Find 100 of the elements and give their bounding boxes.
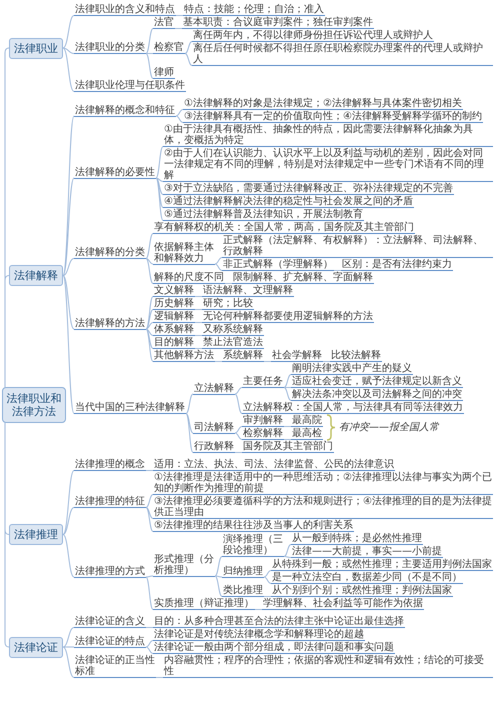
subtopic-label: 基本职责：合议庭审判案件；独任审判案件 xyxy=(182,17,374,29)
subtopic-label: 立法解释 xyxy=(193,382,235,394)
subtopic-label: 实质推理（辩证推理） xyxy=(153,598,255,610)
connector-line xyxy=(194,309,202,310)
connector-line xyxy=(234,452,242,453)
subtopic-label: 归纳推理 xyxy=(222,566,264,578)
connector-line xyxy=(146,328,154,349)
connector-line xyxy=(146,470,154,471)
subtopic-label: 体系解释 xyxy=(153,324,195,336)
connector-line xyxy=(146,322,154,330)
subtopic-label: ③对于立法缺陷，需要通过法律解释改正、弥补法律规定的不完善 xyxy=(163,183,454,195)
subtopic-label: 特点：技能；伦理；自治；准入 xyxy=(183,4,325,16)
connector-line xyxy=(194,335,202,336)
connector-line xyxy=(176,109,184,116)
subtopic-label: 法律解释的分类 xyxy=(74,247,146,259)
subtopic-label: 内容融贯性；程序的合理性；依据的客观性和逻辑有效性；结论的可接受性 xyxy=(163,655,493,678)
subtopic-label: 法律职业的分类 xyxy=(74,42,146,54)
subtopic-label: 逻辑解释 xyxy=(153,311,195,323)
subtopic-label: 最高检 xyxy=(291,428,323,440)
main-topic: 法律论证 xyxy=(9,636,63,658)
connector-line xyxy=(156,178,164,182)
connector-line xyxy=(214,576,222,597)
subtopic-label: 律师 xyxy=(153,67,175,79)
connector-line xyxy=(186,413,194,453)
subtopic-label: 适应社会变迁，赋予法律规定以新含义 xyxy=(291,376,463,388)
connector-line xyxy=(62,258,74,276)
connector-line xyxy=(146,507,154,532)
connector-line xyxy=(184,53,192,66)
connector-line xyxy=(146,576,154,610)
connector-line xyxy=(156,146,164,178)
subtopic-label: 法律——大前提，事实——小前提 xyxy=(291,546,443,558)
main-topic: 法律推理 xyxy=(9,524,63,545)
subtopic-label: 阐明法律实践中产生的疑义 xyxy=(291,363,413,375)
subtopic-label: 国务院及其主管部门 xyxy=(242,441,334,453)
connector-line xyxy=(284,387,292,401)
subtopic-label: 法律论证的含义 xyxy=(74,616,146,628)
connector-line xyxy=(62,534,74,578)
connector-line xyxy=(62,48,74,92)
subtopic-label: 比较法解释 xyxy=(330,350,382,362)
subtopic-label: 解释的尺度不同 xyxy=(153,272,225,284)
connector-line xyxy=(284,374,292,388)
main-topic: 法律解释 xyxy=(9,265,63,286)
connector-line xyxy=(146,258,154,284)
subtopic-label: 又称系统解释 xyxy=(202,324,264,336)
subtopic-label: 立法解释权：全国人常，与法律具有同等法律效力 xyxy=(242,402,464,414)
subtopic-label: 无论何种解释都要使用逻辑解释的方法 xyxy=(202,311,374,323)
subtopic-label: 法律推理的方式 xyxy=(74,566,146,578)
subtopic-label: 审判解释 xyxy=(242,415,284,427)
connector-line xyxy=(62,15,74,48)
connector-line xyxy=(214,264,222,271)
subtopic-label: 法律论证是对传统法律概念学和解释理论的超越 xyxy=(153,629,365,641)
connector-line xyxy=(156,178,164,221)
connector-line xyxy=(62,48,74,54)
subtopic-label: 社会学解释 xyxy=(271,350,323,362)
subtopic-label: 禁止法官造法 xyxy=(202,337,264,349)
connector-line xyxy=(194,296,202,297)
connector-line xyxy=(62,275,74,414)
subtopic-label: ③法律解释具有一定的价值取向性；④法律解释受解释学循环的制约 xyxy=(183,111,483,123)
subtopic-label: 适用：立法、执法、司法、法律监督、公民的法律意识 xyxy=(153,459,395,471)
subtopic-label: 法律论证一般由两个部分组成，即法律问题和事实问题 xyxy=(153,642,395,654)
connector-line xyxy=(146,576,154,578)
connector-line xyxy=(186,394,194,414)
connector-line xyxy=(156,178,164,208)
connector-line xyxy=(146,328,154,362)
connector-line xyxy=(146,627,154,628)
main-topic: 法律职业 xyxy=(9,38,63,58)
subtopic-label: ⑤法律推理的结果往往涉及当事人的利害关系 xyxy=(153,520,354,532)
connector-line xyxy=(264,361,272,362)
connector-line xyxy=(146,233,154,259)
subtopic-label: 类比推理 xyxy=(222,585,264,597)
subtopic-label: 最高院 xyxy=(291,415,323,427)
central-topic: 法律职业和法律方法 xyxy=(2,387,66,423)
connector-line xyxy=(62,627,74,648)
connector-line xyxy=(184,41,192,54)
subtopic-label: 离任两年内，不得以律师身份担任诉讼代理人或辩护人 xyxy=(192,30,434,42)
connector-line xyxy=(214,576,222,578)
subtopic-label: 系统解释 xyxy=(222,350,264,362)
subtopic-label: 法律解释的概念和特征 xyxy=(74,104,176,116)
subtopic-label: 其他解释方法 xyxy=(153,350,215,362)
subtopic-label: 学理解释、社会利益等可能作为依据 xyxy=(262,598,424,610)
connector-line xyxy=(194,322,202,323)
subtopic-label: 依据解释主体和解释效力 xyxy=(153,242,215,264)
subtopic-label: ①法律推理是法律适用中的一种思维活动；②法律推理以法律与事实为两个已知的判断作为推理的前提 xyxy=(153,472,493,495)
connector-line xyxy=(62,275,74,330)
subtopic-label: 法律论证的特点 xyxy=(74,636,146,648)
connector-line xyxy=(176,116,184,123)
connector-line xyxy=(62,178,74,276)
subtopic-label: 是一种立法空白，数据差少同（不是不同） xyxy=(271,572,463,584)
connector-line xyxy=(214,257,222,264)
subtopic-label: ③法律推理必须要遵循科学的方法和规则进行；④法律推理的目的是为法律提供正当理由 xyxy=(153,496,493,519)
connector-line xyxy=(334,270,342,271)
subtopic-label: ①法律解释的对象是法律规定；②法律解释与具体案件密切相关 xyxy=(183,98,463,110)
connector-line xyxy=(284,426,292,427)
subtopic-label: 当代中国的三种法律解释 xyxy=(74,402,186,414)
connector-line xyxy=(4,422,10,648)
subtopic-label: 限制解释、扩充解释、字面解释 xyxy=(232,272,374,284)
subtopic-label: ①由于法律具有概括性、抽象性的特点，因此需要法律解释化抽象为具体，变概括为特定 xyxy=(163,124,493,147)
subtopic-label: 研究；比较 xyxy=(202,298,254,310)
subtopic-label: 法律推理的特征 xyxy=(74,496,146,508)
connector-line xyxy=(62,646,74,648)
